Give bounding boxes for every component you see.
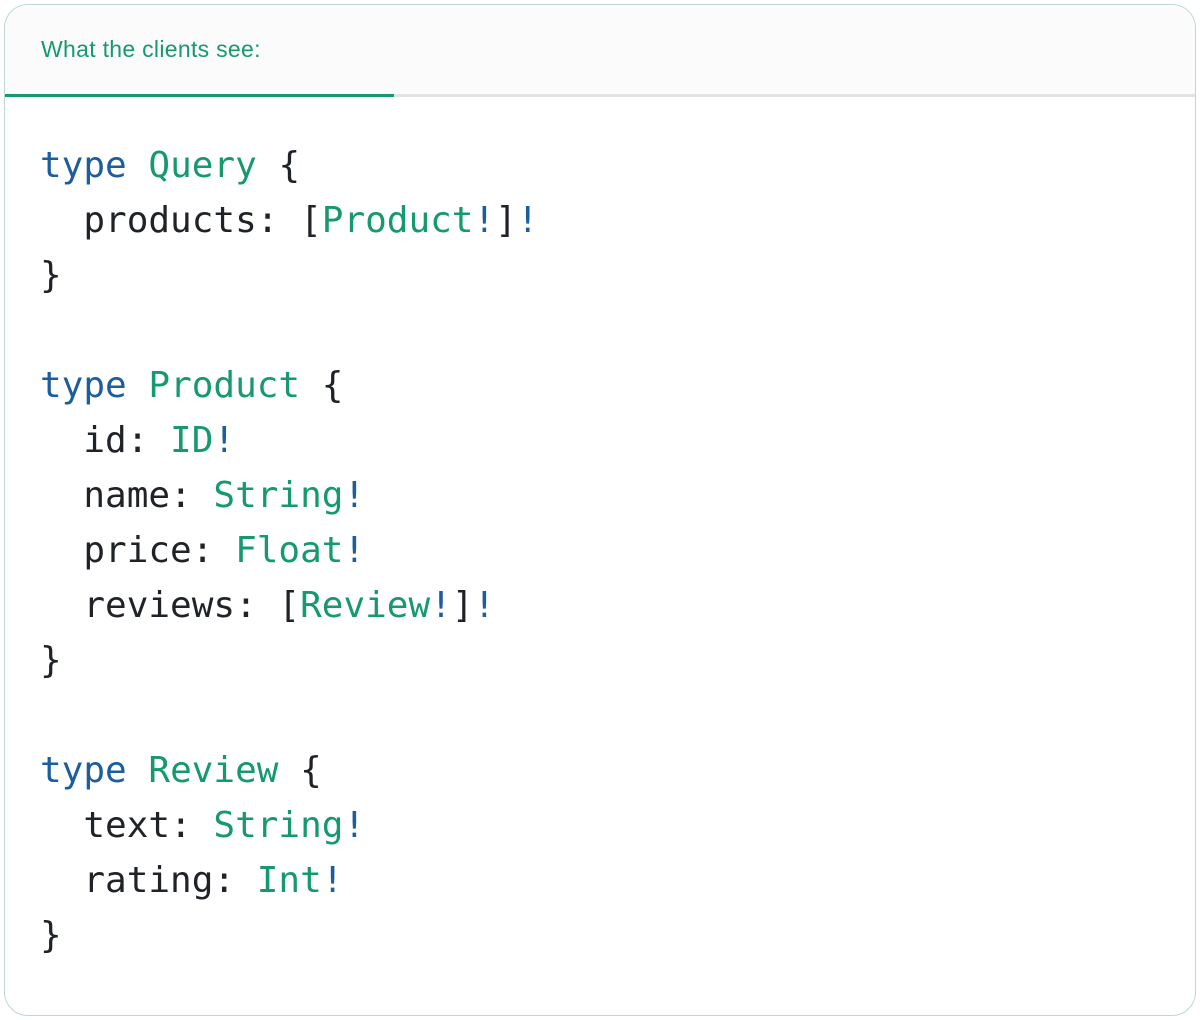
code-token: Int xyxy=(256,860,322,901)
code-token: String xyxy=(213,805,344,846)
code-line: } xyxy=(40,248,1165,303)
code-token: Product xyxy=(321,200,474,241)
code-token: Float xyxy=(235,530,344,571)
code-token: rating: xyxy=(40,860,257,901)
code-token xyxy=(127,365,149,406)
code-token: Review xyxy=(148,750,279,791)
code-token: ! xyxy=(516,200,539,241)
code-token: type xyxy=(40,750,127,791)
code-token: ! xyxy=(473,200,496,241)
code-line xyxy=(40,303,1165,358)
code-token: } xyxy=(40,915,62,956)
code-line: } xyxy=(40,633,1165,688)
tab-what-clients-see[interactable]: What the clients see: xyxy=(5,5,394,97)
code-token xyxy=(127,145,149,186)
code-token xyxy=(127,750,149,791)
code-line: } xyxy=(40,908,1165,963)
code-token: } xyxy=(40,255,62,296)
code-token: ! xyxy=(213,420,236,461)
code-token: { xyxy=(300,365,344,406)
code-token: type xyxy=(40,365,127,406)
code-token: } xyxy=(40,640,62,681)
code-line: text: String! xyxy=(40,798,1165,853)
code-token: ] xyxy=(451,585,474,626)
code-line: name: String! xyxy=(40,468,1165,523)
code-token: Product xyxy=(148,365,301,406)
tab-label: What the clients see: xyxy=(41,36,261,62)
code-token: Query xyxy=(148,145,257,186)
code-token: text: xyxy=(40,805,214,846)
code-token: ! xyxy=(343,530,366,571)
code-line: type Review { xyxy=(40,743,1165,798)
code-line: price: Float! xyxy=(40,523,1165,578)
code-token: id: xyxy=(40,420,171,461)
code-token: products: [ xyxy=(40,200,322,241)
code-token: reviews: [ xyxy=(40,585,301,626)
code-line: id: ID! xyxy=(40,413,1165,468)
code-line: rating: Int! xyxy=(40,853,1165,908)
code-line: type Query { xyxy=(40,138,1165,193)
code-token: ! xyxy=(343,805,366,846)
code-token: ] xyxy=(495,200,517,241)
code-token: ! xyxy=(343,475,366,516)
code-line: products: [Product!]! xyxy=(40,193,1165,248)
code-token: price: xyxy=(40,530,236,571)
code-token: ID xyxy=(170,420,214,461)
code-token: type xyxy=(40,145,127,186)
code-token: ! xyxy=(321,860,344,901)
code-token: { xyxy=(278,750,322,791)
code-line xyxy=(40,688,1165,743)
code-token: Review xyxy=(300,585,431,626)
code-token: ! xyxy=(473,585,496,626)
code-token: ! xyxy=(430,585,452,626)
code-block: type Query { products: [Product!]!}type … xyxy=(5,97,1195,983)
active-tab-indicator xyxy=(5,94,394,97)
code-token: String xyxy=(213,475,344,516)
code-token: { xyxy=(256,145,301,186)
code-token: name: xyxy=(40,475,214,516)
code-line: type Product { xyxy=(40,358,1165,413)
schema-panel: What the clients see: type Query { produ… xyxy=(4,4,1196,1016)
code-line: reviews: [Review!]! xyxy=(40,578,1165,633)
tab-bar: What the clients see: xyxy=(5,5,1195,97)
